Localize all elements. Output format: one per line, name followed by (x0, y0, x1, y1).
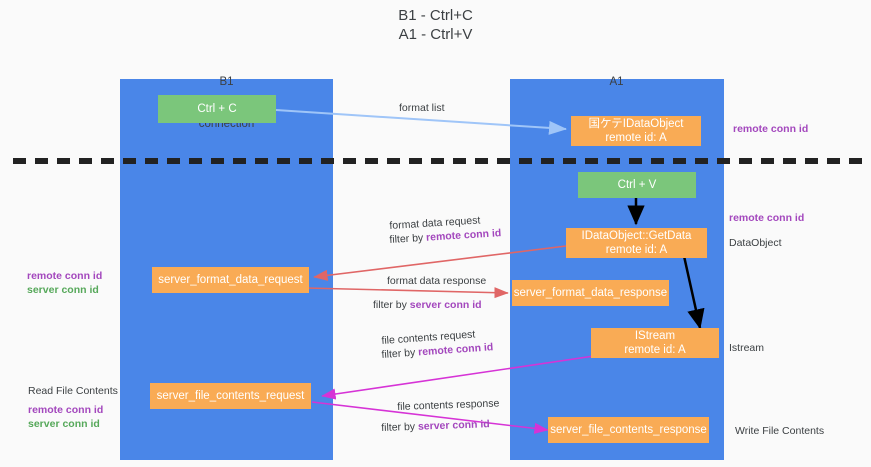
edge-file-contents-request (321, 355, 595, 400)
filter-prefix: filter by (373, 299, 410, 311)
annotation-right-istream: Istream (729, 342, 765, 354)
edge-format-data-request (313, 245, 567, 281)
annotation-left-mid-remote-conn-id: remote conn id (27, 270, 103, 282)
node-istream[interactable]: IStream remote id: A (591, 328, 719, 358)
edge-file-contents-response (311, 401, 549, 434)
annotation-right-top-remote-conn-id: remote conn id (733, 123, 809, 135)
filter-prefix: filter by (381, 346, 419, 361)
edge-getdata-to-istream (682, 255, 705, 330)
edge-label-format-list: format list (399, 102, 445, 114)
node-ctrl-v[interactable]: Ctrl + V (578, 172, 696, 198)
filter-key-server-conn-id: server conn id (409, 299, 482, 311)
column-header-b1-name: B1 (219, 76, 234, 88)
edge-format-data-response (305, 287, 509, 299)
annotation-right-mid-remote-conn-id: remote conn id (729, 212, 805, 224)
node-idataobject[interactable]: 国ケテIDataObject remote id: A (571, 116, 701, 146)
filter-prefix: filter by (381, 420, 419, 434)
annotation-left-read-file-contents: Read File Contents (28, 385, 118, 397)
node-ctrl-c[interactable]: Ctrl + C (158, 95, 276, 123)
node-server-format-data-request[interactable]: server_format_data_request (152, 267, 309, 293)
annotation-left-mid-server-conn-id: server conn id (27, 284, 99, 296)
annotation-right-write-file-contents: Write File Contents (735, 425, 825, 437)
filter-prefix: filter by (389, 231, 427, 246)
node-idataobject-getdata[interactable]: IDataObject::GetData remote id: A (566, 228, 707, 258)
annotation-left-bottom-server-conn-id: server conn id (28, 418, 100, 430)
edge-label-format-data-response: format data response (387, 275, 487, 287)
column-header-a1-name: A1 (609, 76, 624, 88)
filter-key-server-conn-id: server conn id (417, 418, 490, 433)
edge-label-format-data-response-filter: filter by server conn id (373, 298, 482, 312)
annotation-right-dataobject: DataObject (729, 237, 782, 249)
node-server-format-data-response[interactable]: server_format_data_response (512, 280, 669, 306)
edge-format-list (275, 109, 567, 135)
node-server-file-contents-request[interactable]: server_file_contents_request (150, 383, 311, 409)
annotation-left-bottom-remote-conn-id: remote conn id (28, 404, 104, 416)
page-title: B1 - Ctrl+C A1 - Ctrl+V (398, 7, 473, 43)
node-server-file-contents-response[interactable]: server_file_contents_response (548, 417, 709, 443)
